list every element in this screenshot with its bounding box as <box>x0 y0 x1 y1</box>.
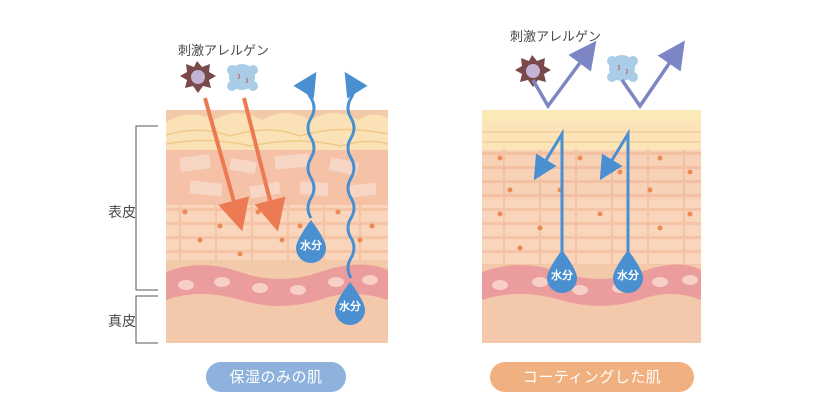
allergen-penetration-arrow <box>203 97 250 232</box>
right-skin-cross-section <box>482 110 701 343</box>
allergen-deflect-arrow <box>620 40 685 110</box>
water-droplet <box>335 282 365 325</box>
water-retained-arrow <box>599 128 630 268</box>
water-label: 水分 <box>551 269 573 282</box>
water-label: 水分 <box>339 300 361 313</box>
layer-bracket <box>135 125 158 344</box>
epidermis-label: 表皮 <box>108 205 136 221</box>
left-skin-cross-section <box>165 110 389 343</box>
water-droplet <box>547 250 577 293</box>
allergen-deflect-arrow <box>531 40 597 110</box>
water-escape-path <box>344 71 368 279</box>
dermis-label: 真皮 <box>108 314 136 330</box>
allergen-particle-blue <box>227 64 258 91</box>
water-droplet <box>613 250 643 293</box>
water-label: 水分 <box>300 239 322 252</box>
allergen-label-right: 刺激アレルゲン <box>510 30 602 45</box>
allergen-particle-blue <box>607 55 638 82</box>
allergen-particle-brown <box>180 61 216 93</box>
water-retained-arrow <box>533 128 564 268</box>
allergen-penetration-arrow <box>242 97 286 232</box>
water-label: 水分 <box>617 269 639 282</box>
caption-coated-skin: コーティングした肌 <box>490 362 694 392</box>
allergen-particle-brown <box>515 55 551 87</box>
water-escape-path <box>293 71 317 219</box>
water-droplet <box>296 220 326 263</box>
coating-layer <box>482 110 701 122</box>
allergen-label-left: 刺激アレルゲン <box>178 44 270 59</box>
caption-moisturized-only: 保湿のみの肌 <box>206 362 346 392</box>
